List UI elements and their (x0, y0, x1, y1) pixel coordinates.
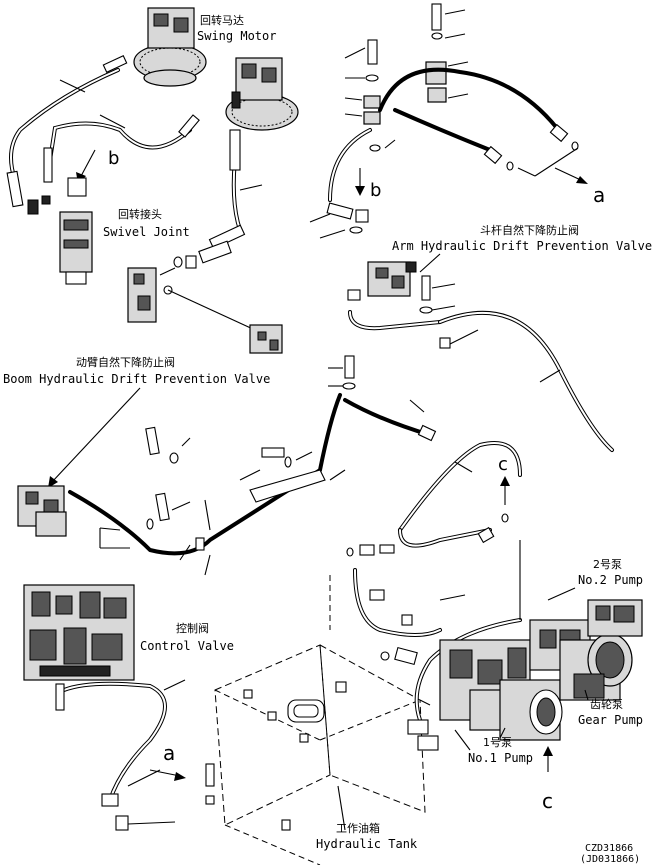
tank-leader (337, 785, 346, 831)
b-right-label: b (370, 180, 381, 201)
swivel-fittings (127, 240, 256, 331)
control-valve-cn-label: 控制阀 (176, 621, 209, 635)
control-valve (23, 584, 135, 681)
swing-motor-upper (133, 7, 207, 87)
gear-pump-leader (584, 689, 589, 701)
leader (99, 114, 126, 129)
b-left-label: b (108, 148, 119, 169)
arm-valve-cn-label: 斗杆自然下降防止阀 (480, 223, 579, 237)
swing-motor-lower (225, 57, 299, 131)
central-hoses (68, 355, 522, 576)
swing-motor-cn-label: 回转马达 (200, 13, 244, 27)
c-top-label: c (498, 454, 508, 475)
swivel-joint (27, 177, 93, 285)
arm-drift-valve (347, 253, 614, 452)
drawing-code-alt: (JD031866) (580, 854, 640, 865)
swivel-joint-en-label: Swivel Joint (103, 225, 190, 239)
top-right-hoses: a b (309, 3, 605, 239)
arm-valve-en-label: Arm Hydraulic Drift Prevention Valve (392, 239, 652, 253)
control-valve-en-label: Control Valve (140, 639, 234, 653)
tank-hoses (353, 568, 522, 751)
boom-valve-cn-label: 动臂自然下降防止阀 (76, 355, 175, 369)
c-bottom-label: c (542, 789, 553, 813)
boom-valve-en-label: Boom Hydraulic Drift Prevention Valve (3, 372, 270, 386)
pump2-cn-label: 2号泵 (593, 558, 622, 571)
tank-en-label: Hydraulic Tank (316, 837, 418, 851)
hydraulic-tank (205, 575, 431, 865)
a-top-label: a (593, 183, 605, 207)
boom-valve-leader (51, 387, 141, 483)
swing-motor-en-label: Swing Motor (197, 29, 276, 43)
callout-c-top: c (498, 454, 510, 523)
pump1-en-label: No.1 Pump (468, 751, 533, 765)
gear-pump-cn-label: 齿轮泵 (590, 697, 623, 711)
tank-cn-label: 工作油箱 (336, 821, 380, 835)
swing-hoses (6, 54, 246, 250)
swivel-joint-cn-label: 回转接头 (118, 207, 162, 221)
callout-c-bottom: c (542, 746, 553, 813)
leader (59, 79, 86, 93)
leader (239, 184, 263, 191)
boom-drift-valve (17, 485, 67, 537)
pump1-cn-label: 1号泵 (483, 736, 512, 749)
a-bottom-label: a (163, 741, 175, 765)
pump2-en-label: No.2 Pump (578, 573, 643, 587)
pilot-block (249, 324, 283, 354)
gear-pump-en-label: Gear Pump (578, 713, 643, 727)
control-valve-hose: a (55, 679, 186, 831)
pump-assembly (439, 540, 643, 741)
pump1-leader (499, 727, 506, 739)
drawing-code: CZD31866 (585, 843, 633, 854)
